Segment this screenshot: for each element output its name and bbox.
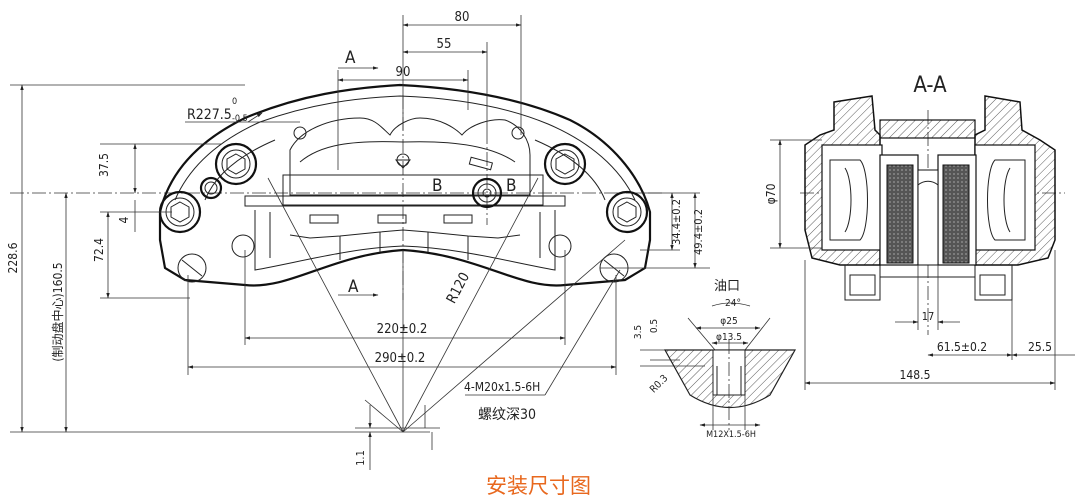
- oil-port-h2: 0.5: [649, 319, 660, 333]
- oil-port-thread: M12X1.5-6H: [706, 430, 756, 440]
- front-dimensions: 80 55 90 A A B B R227.5 0 -0.5 228.6 (制动…: [6, 10, 710, 470]
- cut-label-top: A: [345, 48, 356, 68]
- dim-25-5: 25.5: [1028, 340, 1052, 354]
- bolt-hole-mid-right: [605, 190, 649, 234]
- thread-note: 4-M20x1.5-6H: [464, 380, 540, 394]
- oil-port-h1: 3.5: [633, 325, 644, 339]
- dim-r227-tol-top: 0: [232, 97, 237, 107]
- section-title: A-A: [913, 73, 947, 98]
- dim-220: 220±0.2: [377, 322, 428, 337]
- dim-phi70: φ70: [764, 183, 778, 204]
- dim-228-6: 228.6: [6, 242, 20, 273]
- dim-r120: R120: [444, 270, 474, 306]
- dim-160-5: (制动盘中心)160.5: [50, 262, 65, 361]
- front-view: [10, 83, 665, 300]
- oil-port-angle: 24°: [725, 298, 741, 309]
- oil-port-detail: 油口 24° φ25 φ13.5 3.5 0.5 R0.3 M12X1.5-6H: [633, 279, 797, 440]
- dim-290: 290±0.2: [375, 351, 426, 366]
- dim-37-5: 37.5: [97, 153, 111, 177]
- dim-72-4: 72.4: [92, 238, 106, 262]
- caliper-outline: [158, 83, 652, 287]
- dim-61-5: 61.5±0.2: [937, 340, 987, 354]
- dim-17: 17: [922, 310, 935, 323]
- cut-label-bottom: A: [348, 277, 359, 297]
- drawing-caption: 安装尺寸图: [486, 474, 591, 498]
- b-label-left: B: [432, 176, 443, 196]
- oil-port-title: 油口: [714, 279, 740, 294]
- oil-port-d1: φ25: [720, 316, 737, 327]
- thread-depth-note: 螺纹深30: [478, 407, 536, 423]
- oil-port-radius: R0.3: [648, 373, 670, 395]
- section-a-a: A-A φ70 17: [764, 73, 1075, 390]
- dim-49-4: 49.4±0.2: [692, 209, 705, 255]
- dim-55: 55: [437, 37, 452, 52]
- dim-1-1: 1.1: [354, 450, 367, 466]
- b-label-right: B: [506, 176, 517, 196]
- dim-34-4: 34.4±0.2: [670, 199, 683, 245]
- bolt-hole-top-right: [543, 142, 587, 186]
- dim-r227: R227.5: [187, 107, 232, 123]
- dim-90: 90: [396, 65, 411, 80]
- dim-r227-tol-bot: -0.5: [232, 114, 248, 124]
- dim-80: 80: [455, 10, 470, 25]
- dim-148-5: 148.5: [900, 368, 931, 382]
- bolt-hole-top-left: [214, 142, 258, 186]
- dim-4: 4: [117, 216, 131, 223]
- oil-port-d2: φ13.5: [716, 332, 742, 343]
